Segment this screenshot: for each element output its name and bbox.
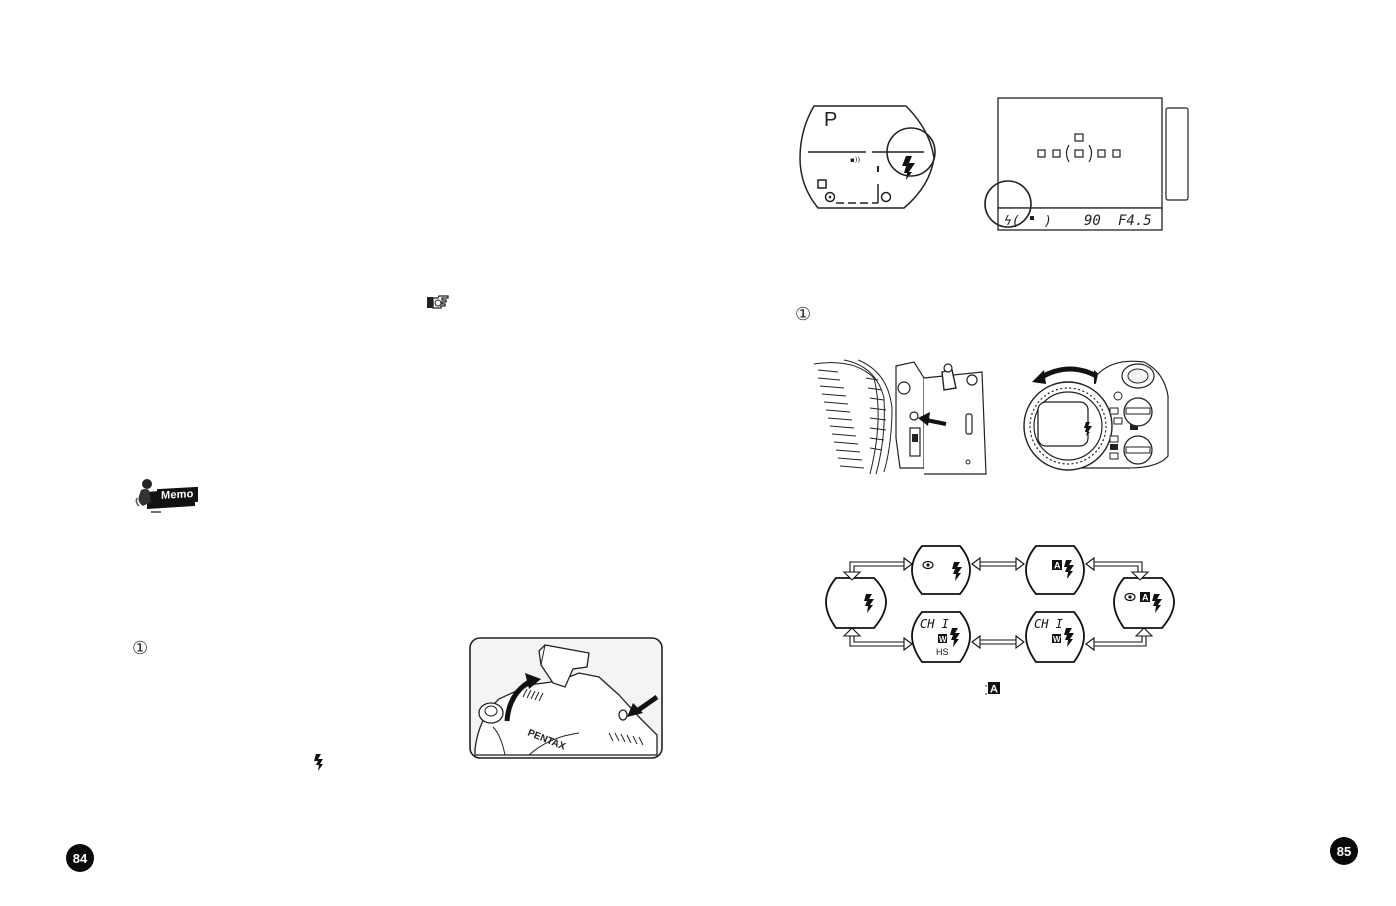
svg-text:A: A (1054, 561, 1061, 571)
memo-label: Memo (157, 486, 198, 505)
svg-text:W: W (1053, 635, 1061, 644)
svg-text:A: A (1142, 593, 1149, 603)
vf-bracket: ) (1044, 214, 1052, 229)
vf-aperture: F4.5 (1118, 213, 1152, 229)
vf-shutter-speed: 90 (1084, 213, 1101, 229)
figure-viewfinder: ϟ( ) 90 F4.5 (984, 96, 1190, 232)
svg-text:HS: HS (936, 647, 949, 657)
auto-flash-symbol-label: A (990, 684, 998, 696)
figure-lcd-panel: P ▪)) (798, 100, 940, 212)
mode-flash-on (825, 577, 887, 629)
mode-flash-red-eye (911, 545, 971, 595)
page-number-85: 85 (1330, 837, 1358, 865)
svg-text:CH I: CH I (1034, 617, 1063, 631)
step-1-marker-right: ① (795, 304, 812, 325)
page-number-84: 84 (66, 844, 94, 872)
figure-popup-flash: PENTAX (469, 637, 663, 759)
mode-auto-flash: A (1025, 545, 1085, 595)
manual-page-left: Memo ① (66, 294, 663, 872)
svg-text:W: W (939, 635, 947, 644)
step-1-marker: ① (132, 638, 149, 659)
figure-mode-dial (1018, 356, 1188, 474)
lcd-mode-letter: P (824, 109, 837, 131)
figure-lens-side-flash-button (813, 358, 990, 476)
memo-badge: Memo (133, 476, 198, 513)
reference-pointer-icon (426, 294, 450, 310)
svg-text:▪)): ▪)) (850, 156, 860, 164)
mode-auto-flash-red-eye: A (1113, 577, 1175, 629)
mode-wireless-hs: CH I W HS (911, 611, 971, 663)
mode-wireless: CH I W (1025, 611, 1085, 663)
flash-icon (313, 754, 325, 771)
auto-flash-symbol-icon: A (985, 681, 1001, 696)
manual-page-right: P ▪)) (698, 0, 1396, 906)
svg-text:CH I: CH I (920, 617, 949, 631)
flash-mode-cycle-diagram: A A CH I W HS (824, 542, 1204, 668)
